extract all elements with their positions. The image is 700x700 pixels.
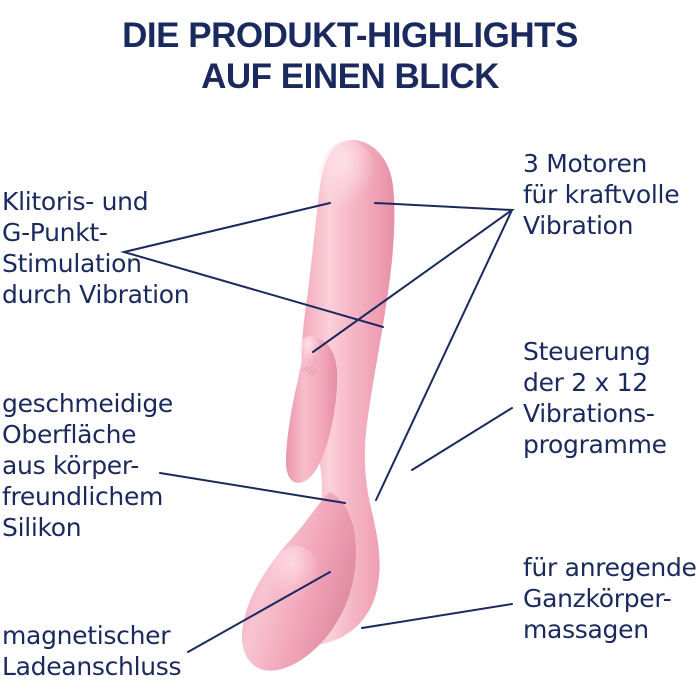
callout-silicone-surface: geschmeidige Oberfläche aus körper- freu… (2, 389, 174, 542)
leader-lines (120, 202, 515, 653)
product-clitoral-arm (285, 336, 338, 483)
leader-control (411, 407, 513, 471)
leader-motors-b (375, 209, 513, 501)
callout-magnetic-charging: magnetischer Ladeanschluss (2, 621, 182, 681)
callout-vibration-programs: Steuerung der 2 x 12 Vibrations- program… (523, 337, 667, 459)
page-title: DIE PRODUKT-HIGHLIGHTS AUF EINEN BLICK (0, 16, 700, 97)
headline-line-2: AUF EINEN BLICK (201, 56, 499, 96)
leader-massage (361, 603, 513, 629)
callout-clitoris-stimulation: Klitoris- und G-Punkt- Stimulation durch… (2, 187, 190, 309)
leader-charging (187, 571, 331, 653)
leader-silicone (159, 472, 346, 504)
callout-body-massage: für anregende Ganzkörper- massagen (523, 553, 697, 644)
callout-three-motors: 3 Motoren für kraftvolle Vibration (523, 149, 680, 240)
product-base (242, 492, 356, 671)
product-shaft (281, 140, 395, 646)
brand-emboss-icon (302, 365, 318, 376)
headline-line-1: DIE PRODUKT-HIGHLIGHTS (122, 16, 578, 55)
leader-clitoris (120, 202, 384, 328)
